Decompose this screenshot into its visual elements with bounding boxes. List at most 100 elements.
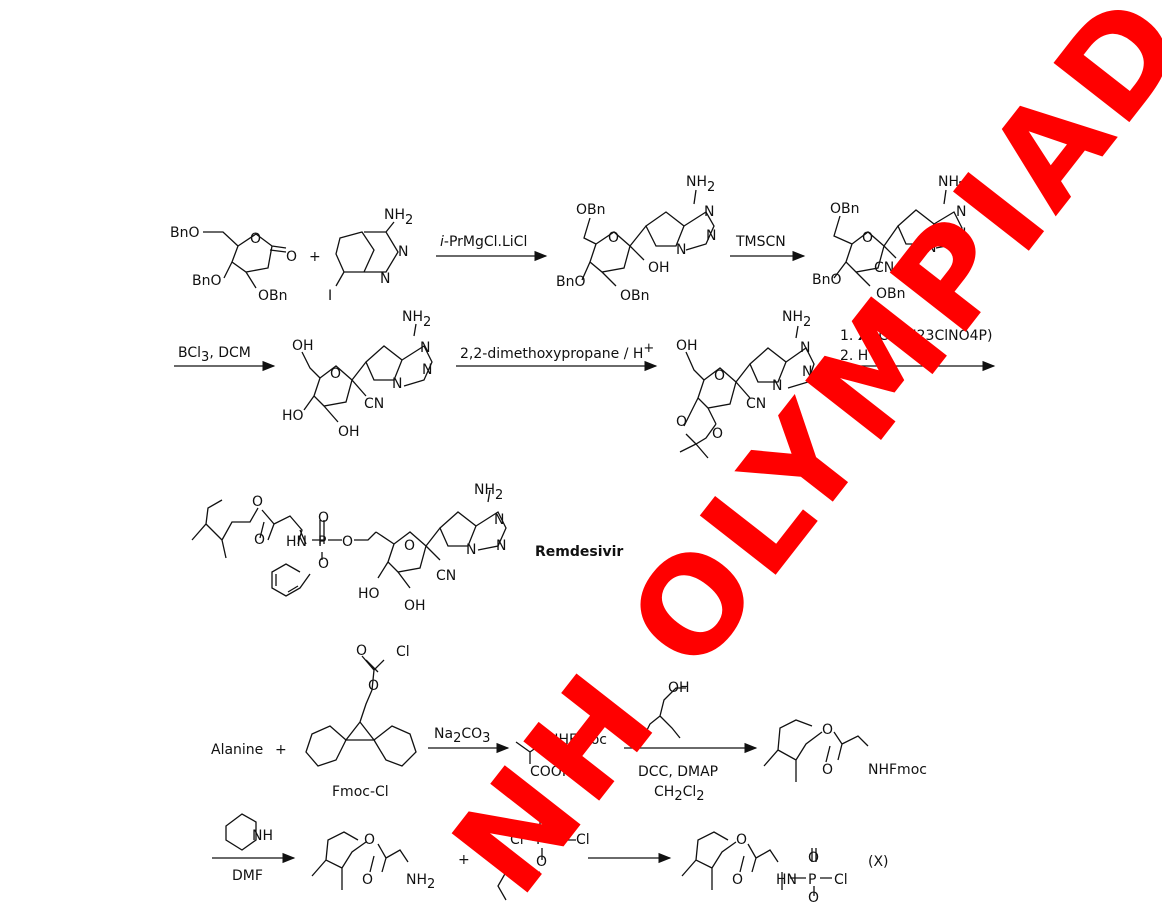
label-n1: N xyxy=(398,244,408,260)
label-carbonyl-o: O xyxy=(286,249,297,265)
label-oh: OH xyxy=(648,260,670,276)
label-n2: N xyxy=(802,364,812,380)
label-ester-o: O xyxy=(822,722,833,738)
label-cl-2: Cl xyxy=(576,832,590,848)
label-nh2: NH2 xyxy=(406,872,435,892)
fmoc-cl-label: Fmoc-Cl xyxy=(332,784,389,800)
pyrrolotriazine-iodide: NH 2 N N I xyxy=(328,207,413,304)
label-carbonyl-o: O xyxy=(822,762,833,778)
label-obn-bottom: OBn xyxy=(876,286,906,302)
arrow-2-reagent: TMSCN xyxy=(735,234,786,250)
label-nh-sub: 2 xyxy=(707,180,715,195)
compound-x-label: (X) xyxy=(868,854,889,870)
label-ring-o: O xyxy=(250,231,261,247)
label-obn: OBn xyxy=(258,288,288,304)
label-bno: BnO xyxy=(812,272,842,288)
label-iodo: I xyxy=(328,288,332,304)
label-nh: NH xyxy=(938,174,959,190)
label-cn: CN xyxy=(874,260,894,276)
label-cn: CN xyxy=(436,568,456,584)
label-acetal-o2: O xyxy=(712,426,723,442)
label-oh: OH xyxy=(668,680,690,696)
label-n1: N xyxy=(704,204,714,220)
label-ring-o: O xyxy=(404,538,415,554)
label-bno-2: BnO xyxy=(192,273,222,289)
label-nh: NH xyxy=(686,174,707,190)
label-cooh: COOH xyxy=(530,764,572,780)
arrow-5-line-2: 2. H+ xyxy=(840,343,879,364)
label-nh: NH xyxy=(252,828,273,844)
label-nh-sub: 2 xyxy=(958,180,966,195)
watermark: NH OLYMPIAD xyxy=(424,0,1162,902)
label-n3: N xyxy=(466,542,476,558)
arrow-7-reagent-2: CH2Cl2 xyxy=(654,784,705,804)
remdesivir-structure: O O HN P O O O O NH 2 N N N CN HO OH xyxy=(191,482,507,614)
label-nh: NH xyxy=(384,207,405,223)
label-carbonyl-o: O xyxy=(254,532,265,548)
chlorophosphoramidate-x: O O HN P Cl O O xyxy=(681,831,848,902)
product-2-nitrile: OBn O CN BnO OBn NH 2 N N N xyxy=(812,174,966,302)
label-p: P xyxy=(536,832,544,848)
label-n3: N xyxy=(772,378,782,394)
arrow-3-reagent: BCl3, DCM xyxy=(178,345,251,365)
label-nh-sub: 2 xyxy=(803,315,811,330)
label-p-o-phenyl: O xyxy=(318,556,329,572)
piperidine: NH xyxy=(225,813,273,851)
label-ring-o: O xyxy=(330,366,341,382)
arrow-8-solvent: DMF xyxy=(232,868,263,884)
label-cn: CN xyxy=(364,396,384,412)
label-nhfmoc: NHFmoc xyxy=(868,762,927,778)
label-p-o: O xyxy=(536,810,547,826)
label-n1: N xyxy=(956,204,966,220)
label-hn: HN xyxy=(776,872,797,888)
arrow-7-alcohol: OH xyxy=(641,680,690,741)
alanine-ester: O O NH2 xyxy=(311,831,435,892)
label-nh-sub: 2 xyxy=(495,488,503,503)
label-cl: Cl xyxy=(396,644,410,660)
label-n2: N xyxy=(706,228,716,244)
label-n3: N xyxy=(676,242,686,258)
label-ester-o: O xyxy=(364,832,375,848)
label-carbonyl-o: O xyxy=(356,643,367,659)
label-nhfmoc: NHFmoc xyxy=(548,732,607,748)
label-cl: Cl xyxy=(834,872,848,888)
label-cl-1: Cl xyxy=(510,832,524,848)
label-p-o-chain: O xyxy=(342,534,353,550)
starting-lactone: BnO O O BnO OBn xyxy=(170,225,297,304)
label-p-o-phenyl: O xyxy=(536,854,547,870)
arrow-5-line-1: 1. X (C15H23ClNO4P) xyxy=(840,328,992,344)
arrow-1-reagent: i-PrMgCl.LiCl xyxy=(440,234,527,250)
label-ho: HO xyxy=(282,408,304,424)
product-3-triol: OH O CN HO OH NH 2 N N N xyxy=(282,309,433,440)
label-nh-sub: 2 xyxy=(405,213,413,228)
label-obn-top: OBn xyxy=(830,201,860,217)
label-carbonyl-o: O xyxy=(362,872,373,888)
label-ester-o: O xyxy=(252,494,263,510)
plus-3: + xyxy=(458,852,470,868)
arrow-7-reagent-1: DCC, DMAP xyxy=(638,764,718,780)
label-p-o-phenyl: O xyxy=(808,890,819,902)
label-bno: BnO xyxy=(556,274,586,290)
arrow-6-reagent: Na2CO3 xyxy=(434,726,490,746)
label-p-o: O xyxy=(808,850,819,866)
plus-1: + xyxy=(309,249,321,265)
label-nh-sub: 2 xyxy=(423,315,431,330)
label-ho: HO xyxy=(358,586,380,602)
label-ring-o: O xyxy=(862,230,873,246)
label-oh-bottom: OH xyxy=(338,424,360,440)
label-n2: N xyxy=(496,538,506,554)
label-ring-o: O xyxy=(608,230,619,246)
label-n1: N xyxy=(800,340,810,356)
label-ester-o: O xyxy=(736,832,747,848)
label-ring-o: O xyxy=(714,368,725,384)
plus-2: + xyxy=(275,742,287,758)
label-n2: N xyxy=(422,362,432,378)
label-n2: N xyxy=(956,226,966,242)
label-n1: N xyxy=(420,340,430,356)
label-bno-1: BnO xyxy=(170,225,200,241)
label-p: P xyxy=(808,872,816,888)
label-oh: OH xyxy=(676,338,698,354)
fmoc-alanine: NHFmoc COOH xyxy=(515,732,607,780)
label-p-o: O xyxy=(318,510,329,526)
label-nh: NH xyxy=(782,309,803,325)
